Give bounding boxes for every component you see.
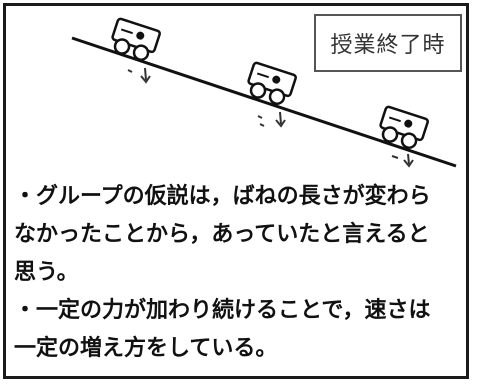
cart-3-tape-marks xyxy=(391,153,414,168)
cart-3 xyxy=(379,105,429,149)
note-line-5: 一定の増え方をしている。 xyxy=(14,336,278,361)
class-end-label: 授業終了時 xyxy=(330,33,446,58)
class-end-label-box: 授業終了時 xyxy=(314,14,462,72)
note-line-1: ・グループの仮説は，ばねの長さが変わら xyxy=(14,184,431,209)
cart-1 xyxy=(111,17,161,61)
cart-2 xyxy=(247,61,297,105)
cart-1-tape-marks xyxy=(127,67,151,84)
incline-ramp xyxy=(71,36,457,168)
incline-cart-illustration xyxy=(71,17,457,168)
note-line-4: ・一定の力が加わり続けることで，速さは xyxy=(14,298,431,323)
cart-2-tape-marks xyxy=(257,111,286,128)
note-line-2: なかったことから，あっていたと言えると xyxy=(14,222,430,247)
student-notes: ・グループの仮説は，ばねの長さが変わら なかったことから，あっていたと言えると … xyxy=(14,178,466,368)
note-line-3: 思う。 xyxy=(14,260,79,285)
